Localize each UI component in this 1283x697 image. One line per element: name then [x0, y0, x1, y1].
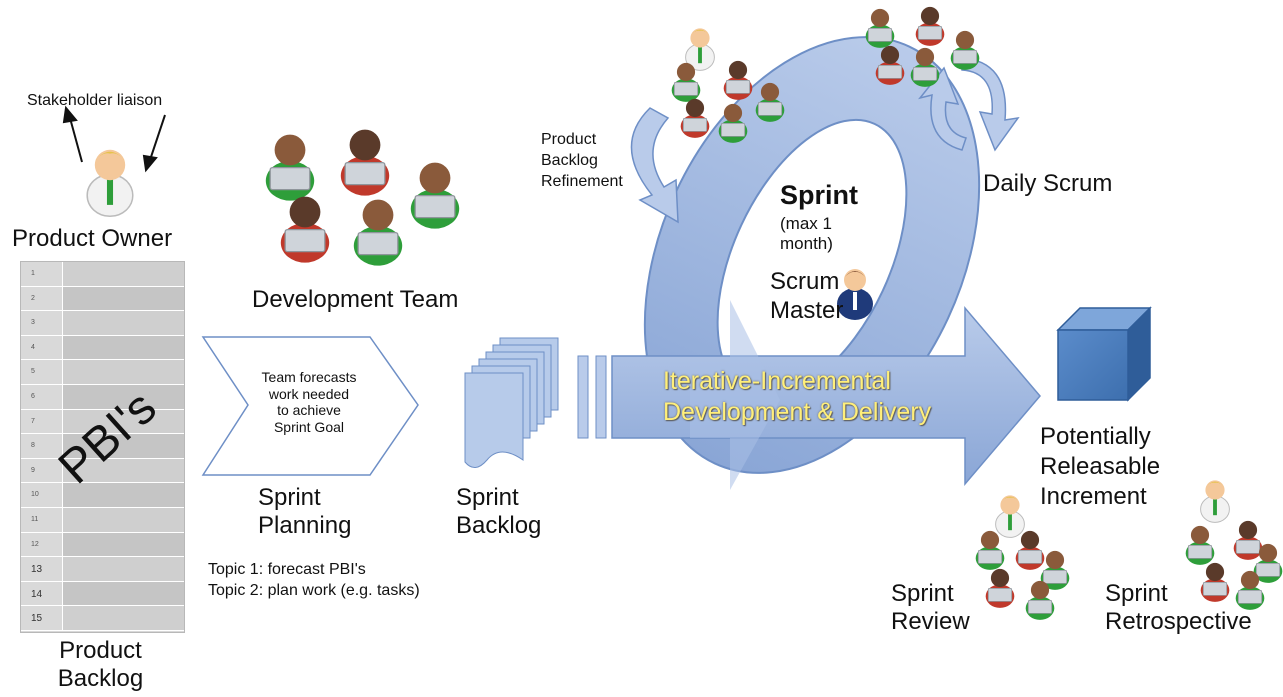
product-backlog-label: Product Backlog — [48, 637, 153, 692]
sprint-planning-label-line1: Sprint — [258, 484, 321, 511]
daily-scrum-label: Daily Scrum — [983, 170, 1113, 197]
sprint-review-label: Sprint Review — [891, 580, 970, 635]
increment-label: Potentially Releasable Increment — [1040, 422, 1160, 512]
backlog-row-number: 14 — [21, 581, 63, 606]
backlog-row-number: 5 — [21, 360, 63, 384]
development-team-label: Development Team — [252, 286, 459, 313]
sprint-retrospective-label: Sprint Retrospective — [1105, 580, 1252, 635]
product-backlog-table: 1 2 3 4 5 6 7 8 9 10 11 12 13 14 15 — [20, 261, 185, 633]
backlog-row: 2 — [21, 286, 184, 312]
sprint-planning-box-line2: work needed — [268, 385, 350, 402]
iterative-delivery-text: Iterative-Incremental Development & Deli… — [663, 366, 931, 429]
backlog-row-number: 9 — [21, 458, 63, 483]
sprint-planning-label: Sprint Planning — [258, 484, 351, 539]
sprint-planning-box-line3: to achieve — [277, 402, 341, 419]
transition-bar-1 — [577, 355, 589, 439]
development-team-icons — [265, 128, 460, 267]
scrum-master-label: Scrum Master — [770, 268, 843, 326]
iterative-delivery-line2: Development & Delivery — [663, 398, 932, 427]
increment-cube — [1056, 306, 1152, 402]
backlog-row: 14 — [21, 581, 184, 607]
sprint-review-line1: Sprint — [891, 580, 954, 607]
refinement-line3: Refinement — [541, 172, 623, 190]
sprint-retrospective-line1: Sprint — [1105, 580, 1168, 607]
backlog-row-number: 2 — [21, 286, 63, 311]
backlog-row: 10 — [21, 483, 184, 508]
backlog-row-number: 6 — [21, 384, 63, 409]
increment-line3: Increment — [1040, 483, 1147, 510]
backlog-row: 4 — [21, 335, 184, 361]
backlog-row: 12 — [21, 532, 184, 558]
sprint-planning-topic-2: Topic 2: plan work (e.g. tasks) — [208, 581, 420, 599]
stakeholder-arrows — [62, 105, 166, 173]
backlog-row: 11 — [21, 507, 184, 533]
backlog-row: 13 — [21, 557, 184, 582]
sprint-backlog-label-line2: Backlog — [456, 511, 542, 539]
sprint-backlog-stack — [464, 337, 559, 468]
backlog-row: 1 — [21, 262, 184, 287]
backlog-row-number: 15 — [21, 606, 63, 630]
backlog-row-number: 13 — [21, 557, 63, 581]
daily-scrum-cycle-arrows — [918, 57, 1020, 152]
product-owner-avatar — [86, 148, 134, 218]
backlog-row: 5 — [21, 360, 184, 385]
backlog-row: 6 — [21, 384, 184, 410]
sprint-backlog-label: Sprint Backlog — [456, 484, 541, 539]
backlog-row-number: 8 — [21, 434, 63, 458]
backlog-row: 7 — [21, 409, 184, 435]
sprint-duration-line1: (max 1 — [780, 214, 832, 233]
backlog-row-number: 7 — [21, 409, 63, 434]
product-owner-label: Product Owner — [12, 225, 173, 252]
sprint-duration-line2: month) — [780, 234, 833, 254]
ring-inner-arrow — [690, 300, 780, 490]
sprint-review-team-icons — [975, 494, 1070, 621]
increment-line2: Releasable — [1040, 453, 1161, 480]
backlog-row-number: 10 — [21, 483, 63, 507]
sprint-planning-box-line4: Sprint Goal — [273, 418, 345, 435]
stakeholder-liaison-label: Stakeholder liaison — [27, 92, 163, 109]
sprint-duration: (max 1 month) — [780, 214, 833, 255]
iterative-delivery-line1: Iterative-Incremental — [663, 367, 891, 395]
scrum-master-label-line2: Master — [770, 296, 844, 324]
refinement-line1: Product — [541, 131, 597, 148]
product-backlog-label-line2: Backlog — [57, 664, 144, 692]
sprint-backlog-label-line1: Sprint — [456, 484, 519, 511]
backlog-row-number: 11 — [21, 507, 63, 532]
increment-line1: Potentially — [1040, 423, 1151, 450]
sprint-planning-box-line1: Team forecasts — [261, 369, 357, 385]
backlog-row-number: 3 — [21, 311, 63, 335]
backlog-row: 8 — [21, 434, 184, 459]
sprint-planning-topic-1: Topic 1: forecast PBI's — [208, 561, 366, 578]
sprint-planning-label-line2: Planning — [258, 511, 352, 539]
backlog-row-number: 1 — [21, 262, 63, 286]
sprint-review-line2: Review — [891, 607, 970, 635]
refinement-line2: Backlog — [541, 151, 598, 169]
backlog-refinement-label: Product Backlog Refinement — [541, 130, 623, 192]
transition-bar-2 — [595, 355, 607, 439]
backlog-row-number: 4 — [21, 335, 63, 360]
sprint-planning-topics: Topic 1: forecast PBI's Topic 2: plan wo… — [208, 560, 420, 602]
scrum-master-avatar — [837, 269, 873, 320]
sprint-planning-box-text: Team forecasts work needed to achieve Sp… — [245, 369, 373, 435]
refinement-arrow — [630, 107, 679, 224]
sprint-planning-chevron — [201, 336, 419, 476]
backlog-row-number: 12 — [21, 532, 63, 557]
backlog-row: 9 — [21, 458, 184, 484]
backlog-row: 15 — [21, 606, 184, 631]
daily-scrum-team-icons — [865, 6, 980, 88]
backlog-row: 3 — [21, 311, 184, 336]
scrum-master-label-line1: Scrum — [770, 268, 840, 295]
iterative-delivery-arrow — [611, 305, 1041, 487]
product-backlog-label-line1: Product — [59, 637, 142, 664]
sprint-retrospective-line2: Retrospective — [1105, 607, 1252, 635]
sprint-title: Sprint — [780, 180, 858, 210]
